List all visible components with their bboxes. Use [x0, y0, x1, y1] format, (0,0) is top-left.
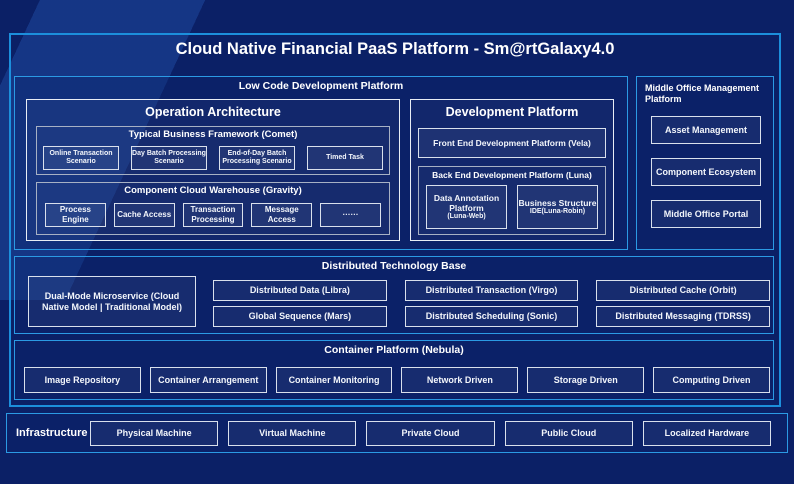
infrastructure-section: Infrastructure Physical Machine Virtual … [6, 413, 788, 453]
distributed-item: Global Sequence (Mars) [213, 306, 387, 327]
container-item: Storage Driven [527, 367, 645, 393]
operation-architecture-title: Operation Architecture [145, 105, 281, 119]
infrastructure-item: Localized Hardware [642, 421, 772, 446]
infrastructure-item: Virtual Machine [228, 421, 357, 446]
gravity-item: Cache Access [113, 203, 175, 227]
middle-office-item: Asset Management [651, 116, 761, 144]
gravity-item: Transaction Processing [182, 203, 244, 227]
comet-title: Typical Business Framework (Comet) [128, 129, 298, 140]
distributed-title: Distributed Technology Base [321, 260, 467, 272]
middle-office-title: Middle Office Management Platform [645, 83, 760, 105]
back-end-platform-box: Back End Development Platform (Luna) Dat… [418, 166, 606, 235]
comet-item: Timed Task [307, 146, 383, 170]
backend-item: Data Annotation Platform (Luna-Web) [426, 185, 507, 229]
gravity-box: Component Cloud Warehouse (Gravity) Proc… [36, 182, 390, 235]
distributed-item: Distributed Transaction (Virgo) [404, 280, 579, 301]
dual-mode-microservice-box: Dual-Mode Microservice (Cloud Native Mod… [28, 276, 196, 327]
distributed-item: Distributed Data (Libra) [213, 280, 387, 301]
back-end-platform-title: Back End Development Platform (Luna) [432, 170, 592, 180]
comet-item: Online Transaction Scenario [43, 146, 119, 170]
development-platform-box: Development Platform Front End Developme… [410, 99, 614, 241]
backend-item-sub: IDE(Luna-Robin) [529, 207, 586, 215]
distributed-item: Distributed Scheduling (Sonic) [404, 306, 579, 327]
distributed-section: Distributed Technology Base Dual-Mode Mi… [14, 256, 774, 334]
container-item: Computing Driven [653, 367, 770, 393]
comet-item: End-of-Day Batch Processing Scenario [219, 146, 295, 170]
middle-office-item: Component Ecosystem [651, 158, 761, 186]
comet-item: Day Batch Processing Scenario [131, 146, 207, 170]
page-title: Cloud Native Financial PaaS Platform - S… [175, 40, 615, 58]
distributed-item: Distributed Messaging (TDRSS) [596, 306, 770, 327]
container-item: Container Arrangement [149, 367, 267, 393]
gravity-item-ellipsis: ······ [320, 203, 381, 227]
distributed-item: Distributed Cache (Orbit) [596, 280, 770, 301]
backend-item-label: Data Annotation Platform [433, 192, 500, 213]
container-item: Network Driven [401, 367, 519, 393]
container-item: Container Monitoring [275, 367, 393, 393]
low-code-platform-section: Low Code Development Platform Operation … [14, 76, 628, 250]
gravity-item: Message Access [251, 203, 313, 227]
front-end-platform-box: Front End Development Platform (Vela) [418, 128, 606, 158]
infrastructure-item: Physical Machine [90, 421, 219, 446]
low-code-platform-title: Low Code Development Platform [238, 80, 404, 92]
infrastructure-label: Infrastructure [16, 427, 88, 439]
container-item: Image Repository [24, 367, 141, 393]
backend-item-sub: (Luna-Web) [447, 212, 486, 220]
main-frame: Cloud Native Financial PaaS Platform - S… [9, 33, 781, 407]
container-platform-title: Container Platform (Nebula) [324, 344, 464, 356]
operation-architecture-box: Operation Architecture Typical Business … [26, 99, 400, 241]
gravity-title: Component Cloud Warehouse (Gravity) [124, 185, 302, 196]
development-platform-title: Development Platform [445, 105, 579, 119]
middle-office-item: Middle Office Portal [651, 200, 761, 228]
backend-item: Business Structure IDE(Luna-Robin) [517, 185, 598, 229]
middle-office-section: Middle Office Management Platform Asset … [636, 76, 774, 250]
container-platform-section: Container Platform (Nebula) Image Reposi… [14, 340, 774, 400]
gravity-item: Process Engine [45, 203, 106, 227]
background-accent-band [0, 0, 430, 300]
infrastructure-item: Public Cloud [504, 421, 633, 446]
comet-box: Typical Business Framework (Comet) Onlin… [36, 126, 390, 175]
infrastructure-item: Private Cloud [366, 421, 495, 446]
backend-item-label: Business Structure [518, 197, 597, 208]
